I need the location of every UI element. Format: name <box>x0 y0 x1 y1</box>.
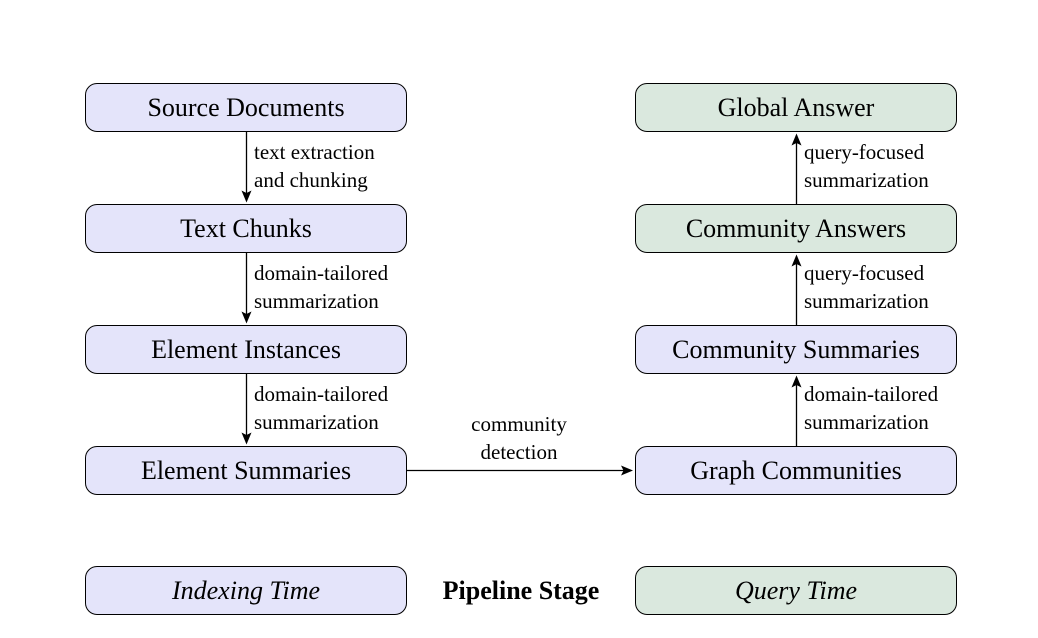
node-community-summaries: Community Summaries <box>635 325 957 374</box>
node-label: Text Chunks <box>180 213 312 243</box>
node-label: Community Summaries <box>672 334 920 364</box>
node-label: Community Answers <box>685 213 907 243</box>
legend-label: Indexing Time <box>171 575 321 605</box>
edge-label-line: summarization <box>804 410 929 434</box>
node-text-chunks: Text Chunks <box>85 204 407 253</box>
node-label: Element Instances <box>151 334 341 364</box>
edge-label-domain-tailored-1: domain-tailored summarization <box>254 259 388 315</box>
edge-label-line: text extraction <box>254 140 375 164</box>
node-label: Element Summaries <box>140 455 352 485</box>
legend-query-time: Query Time <box>635 566 957 615</box>
edge-label-query-focused-1: query-focused summarization <box>804 138 929 194</box>
node-source-documents: Source Documents <box>85 83 407 132</box>
edge-label-line: summarization <box>804 168 929 192</box>
edge-label-line: query-focused <box>804 261 925 285</box>
node-community-answers: Community Answers <box>635 204 957 253</box>
node-label: Global Answer <box>717 92 875 122</box>
legend-label: Query Time <box>734 575 858 605</box>
edge-label-line: domain-tailored <box>254 261 389 285</box>
node-label: Graph Communities <box>690 455 902 485</box>
node-element-summaries: Element Summaries <box>85 446 407 495</box>
edge-label-domain-tailored-2: domain-tailored summarization <box>254 380 388 436</box>
edge-label-line: summarization <box>254 410 379 434</box>
node-label: Source Documents <box>147 92 345 122</box>
edge-label-line: domain-tailored <box>254 382 389 406</box>
edge-label-domain-tailored-3: domain-tailored summarization <box>804 380 938 436</box>
edge-label-line: community <box>471 412 567 436</box>
edge-label-line: domain-tailored <box>804 382 939 406</box>
node-global-answer: Global Answer <box>635 83 957 132</box>
edge-label-line: query-focused <box>804 140 925 164</box>
edge-label-community-detection: community detection <box>471 410 567 466</box>
edge-label-text-extraction: text extraction and chunking <box>254 138 375 194</box>
edge-label-query-focused-2: query-focused summarization <box>804 259 929 315</box>
legend-indexing-time: Indexing Time <box>85 566 407 615</box>
edge-label-line: summarization <box>804 289 929 313</box>
edge-label-line: summarization <box>254 289 379 313</box>
edge-label-line: detection <box>480 440 558 464</box>
node-graph-communities: Graph Communities <box>635 446 957 495</box>
node-element-instances: Element Instances <box>85 325 407 374</box>
pipeline-stage-label: Pipeline Stage <box>442 575 600 605</box>
edge-label-line: and chunking <box>254 168 368 192</box>
